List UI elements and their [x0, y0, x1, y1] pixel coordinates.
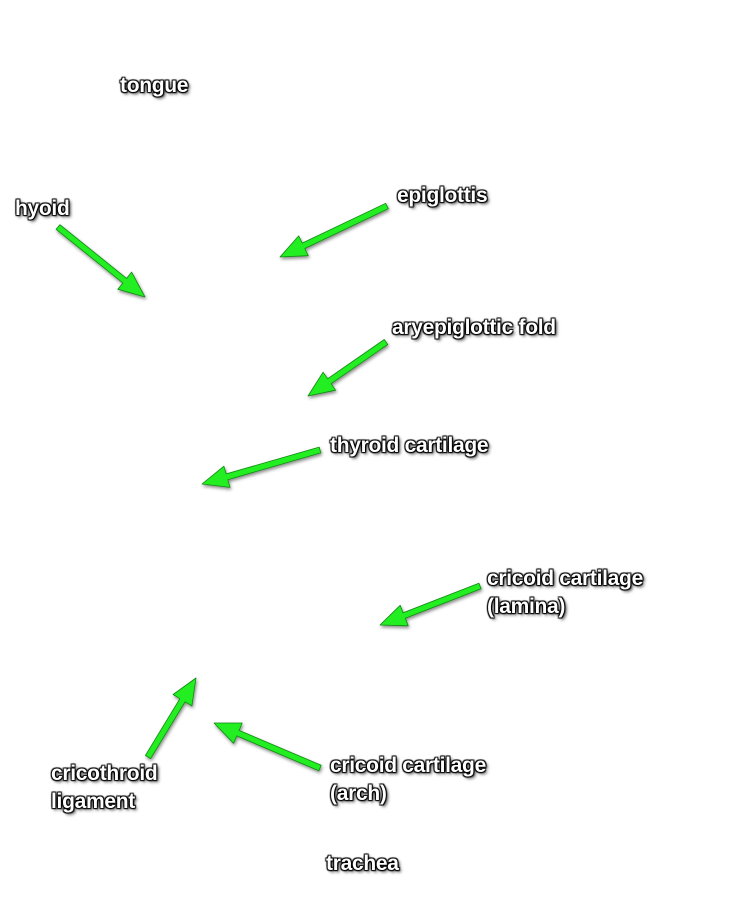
arrow-aryepiglottic-fold [307, 339, 389, 397]
label-cricoid-cartilage-arch: cricoid cartilage (arch) [330, 754, 486, 805]
arrow-cricoid-arch [213, 722, 322, 772]
label-hyoid: hyoid [15, 197, 70, 220]
arrow-cricothyroid [144, 677, 197, 759]
label-aryepiglottic-fold: aryepiglottic fold [392, 316, 556, 339]
arrow-hyoid [55, 224, 146, 298]
label-tongue: tongue [120, 74, 189, 97]
arrow-thyroid-cartilage [201, 446, 322, 488]
label-trachea: trachea [326, 852, 399, 875]
label-cricoid-cartilage-lamina: cricoid cartilage (lamina) [487, 567, 643, 618]
arrow-epiglottis [279, 202, 389, 258]
label-epiglottis: epiglottis [397, 184, 488, 207]
arrow-cricoid-lamina [379, 582, 482, 627]
label-thyroid-cartilage: thyroid cartilage [330, 434, 489, 457]
label-cricothyroid-ligament: cricothroid ligament [51, 762, 158, 813]
